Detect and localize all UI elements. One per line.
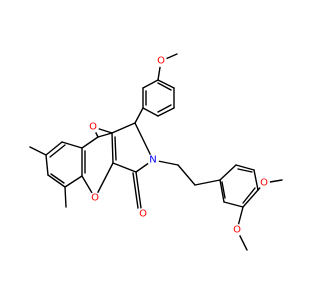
bond-35 bbox=[29, 146, 47, 156]
bond-40 bbox=[219, 164, 237, 181]
bond-43 bbox=[242, 189, 259, 208]
bond-14 bbox=[112, 162, 137, 173]
bond-16 bbox=[134, 122, 154, 161]
svg-text:O: O bbox=[89, 122, 97, 133]
atom-methoxy-oxygen-top: O bbox=[155, 55, 167, 67]
bond-41 bbox=[235, 164, 255, 171]
bond-31 bbox=[64, 175, 83, 188]
molecule-structure-diagram: O O N O O O O bbox=[29, 53, 283, 251]
bond-4 bbox=[142, 107, 159, 117]
bond-19 bbox=[132, 172, 139, 209]
bond-45 bbox=[219, 179, 225, 203]
bond-39 bbox=[194, 179, 221, 186]
atom-lactam-oxygen: O bbox=[137, 208, 149, 220]
bond-30 bbox=[47, 174, 66, 188]
bond-21 bbox=[97, 132, 113, 138]
bond-48 bbox=[221, 181, 226, 199]
bond-5 bbox=[157, 107, 175, 117]
bond-33 bbox=[50, 173, 65, 184]
bond-26 bbox=[94, 162, 114, 199]
bond-lines bbox=[29, 53, 283, 251]
bond-13 bbox=[111, 132, 114, 164]
atom-methoxy-oxygen-para: O bbox=[258, 177, 270, 189]
bond-10 bbox=[157, 82, 172, 91]
atom-chromene-oxygen: O bbox=[89, 192, 101, 204]
bond-28 bbox=[45, 141, 63, 156]
bond-11 bbox=[134, 107, 144, 124]
atom-ketone-oxygen: O bbox=[87, 121, 99, 133]
bond-46 bbox=[237, 168, 253, 173]
bond-44 bbox=[223, 201, 244, 208]
bond-42 bbox=[253, 169, 259, 191]
atom-methoxy-oxygen-meta: O bbox=[231, 224, 243, 236]
bond-36 bbox=[64, 186, 67, 208]
bond-17 bbox=[114, 136, 117, 161]
bond-9 bbox=[157, 104, 172, 113]
bond-18 bbox=[135, 171, 142, 209]
bond-23 bbox=[81, 136, 99, 149]
svg-text:O: O bbox=[157, 56, 165, 67]
svg-text:O: O bbox=[260, 178, 268, 189]
svg-text:O: O bbox=[91, 193, 99, 204]
svg-text:O: O bbox=[139, 209, 147, 220]
bond-47 bbox=[242, 187, 256, 204]
bond-32 bbox=[49, 144, 66, 158]
bond-38 bbox=[177, 164, 196, 186]
bond-29 bbox=[45, 154, 49, 176]
atom-labels: O O N O O O O bbox=[87, 55, 270, 236]
bond-2 bbox=[142, 79, 159, 89]
bond-27 bbox=[61, 141, 83, 149]
bond-12 bbox=[111, 122, 136, 134]
svg-text:O: O bbox=[233, 225, 241, 236]
atom-ring-nitrogen: N bbox=[147, 154, 159, 166]
svg-text:N: N bbox=[149, 155, 156, 166]
bond-7 bbox=[157, 79, 175, 89]
